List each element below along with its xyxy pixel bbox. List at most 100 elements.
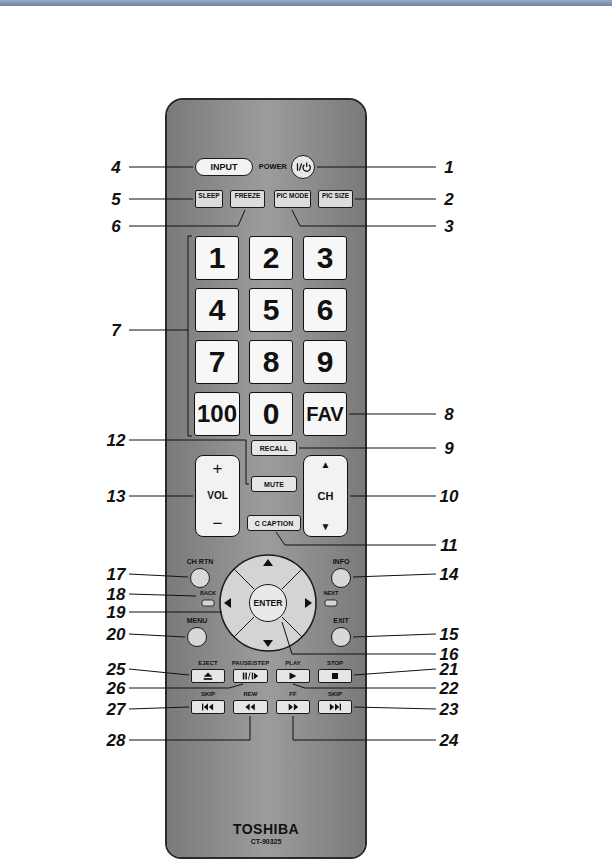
button-label: PLAY [285,660,300,666]
leader-lines [129,167,436,740]
number-key: 4 [195,288,239,332]
rocker-button: +VOL− [195,455,240,537]
button-label: SKIP [201,691,215,697]
leader-line [282,622,436,654]
number-key: 9 [303,340,347,384]
button-label: + [213,460,223,477]
arrow-up [263,559,273,566]
button-label: EXIT [333,617,349,624]
callout-number: 13 [107,488,126,505]
function-button: PIC SIZE [318,190,353,208]
power-symbol [298,162,311,171]
number-key: 5 [249,288,293,332]
icon-shape [332,673,338,679]
leader-line [129,716,250,740]
next-icon [325,600,337,606]
button-label: 4 [209,295,226,325]
button-caption: NEXT [324,591,339,597]
input-button: INPUT [195,158,253,176]
divider [234,569,254,589]
round-button: INFO [331,568,351,588]
transport-button: PLAY [276,669,310,683]
callout-number: 14 [440,566,459,583]
leader-line [129,612,222,613]
icon-shape [245,673,247,680]
function-button: MUTE [251,476,297,492]
icon-shape [294,704,298,711]
arrow-down [263,640,273,647]
leader-line [292,210,436,226]
button-label: ENTER [254,599,283,608]
icon-shape [254,673,258,680]
icon-shape [335,704,339,711]
transport-button: STOP [318,669,352,683]
callout-number: 25 [107,661,126,678]
button-label: 6 [317,295,334,325]
icon-shape [330,704,334,711]
button-label: SLEEP [198,193,219,200]
icon-shape [251,704,255,711]
transport-button: PAUSE/STEP [233,669,268,683]
eject-icon [192,670,224,682]
callout-number: 20 [107,626,126,643]
button-label: CH RTN [187,558,213,565]
leader-line [299,448,436,449]
d-pad-ring [220,555,316,651]
button-label: 9 [317,347,334,377]
ff-icon [277,701,309,713]
leader-line [293,684,436,688]
leader-line [355,199,436,200]
leader-line [276,532,436,545]
icon-shape [252,673,253,680]
callout-number: 23 [440,701,459,718]
button-label: EJECT [198,660,217,666]
callout-number: 26 [107,680,126,697]
button-label: MENU [187,617,208,624]
button-label: INFO [333,558,350,565]
brand-name: TOSHIBA [233,822,299,836]
callout-number: 7 [111,322,120,339]
callout-number: 4 [111,159,120,176]
function-button: C CAPTION [247,515,301,531]
top-bar [0,0,612,6]
button-label: PIC MODE [276,193,308,200]
callout-number: 5 [111,191,120,208]
callout-number: 3 [444,218,453,235]
callout-number: 18 [107,586,126,603]
rocker-button: ▲CH▼ [303,455,348,537]
callout-number: 17 [107,566,126,583]
round-button: EXIT [331,627,351,647]
function-button: FREEZE [230,190,265,208]
transport-button: EJECT [191,669,225,683]
callout-number: 2 [444,191,453,208]
button-label: 0 [263,399,280,429]
callout-number: 12 [107,432,126,449]
button-label: 3 [317,243,334,273]
rew-icon [234,701,267,713]
icon-shape [209,704,213,711]
icon-shape [290,673,297,680]
button-label: − [213,515,223,532]
round-button: MENU [187,627,207,647]
button-label: 100 [197,402,237,426]
button-label: ▼ [321,522,331,532]
button-label: FAV [306,404,343,424]
icon-shape [204,704,208,711]
button-label: PIC SIZE [322,193,349,200]
button-label: 5 [263,295,280,325]
button-label: RECALL [260,445,288,452]
button-label: FREEZE [235,193,261,200]
leader-line [129,669,189,675]
transport-button: REW [233,700,268,714]
number-key: 8 [249,340,293,384]
function-button: SLEEP [195,190,223,208]
number-key: 0 [249,392,293,436]
callout-number: 6 [111,218,120,235]
number-key: 2 [249,236,293,280]
leader-line [129,634,185,637]
callout-number: 11 [440,537,458,554]
d-pad [202,555,337,651]
leader-line [353,634,436,637]
icon-shape [289,704,293,711]
power-stem [306,162,307,167]
